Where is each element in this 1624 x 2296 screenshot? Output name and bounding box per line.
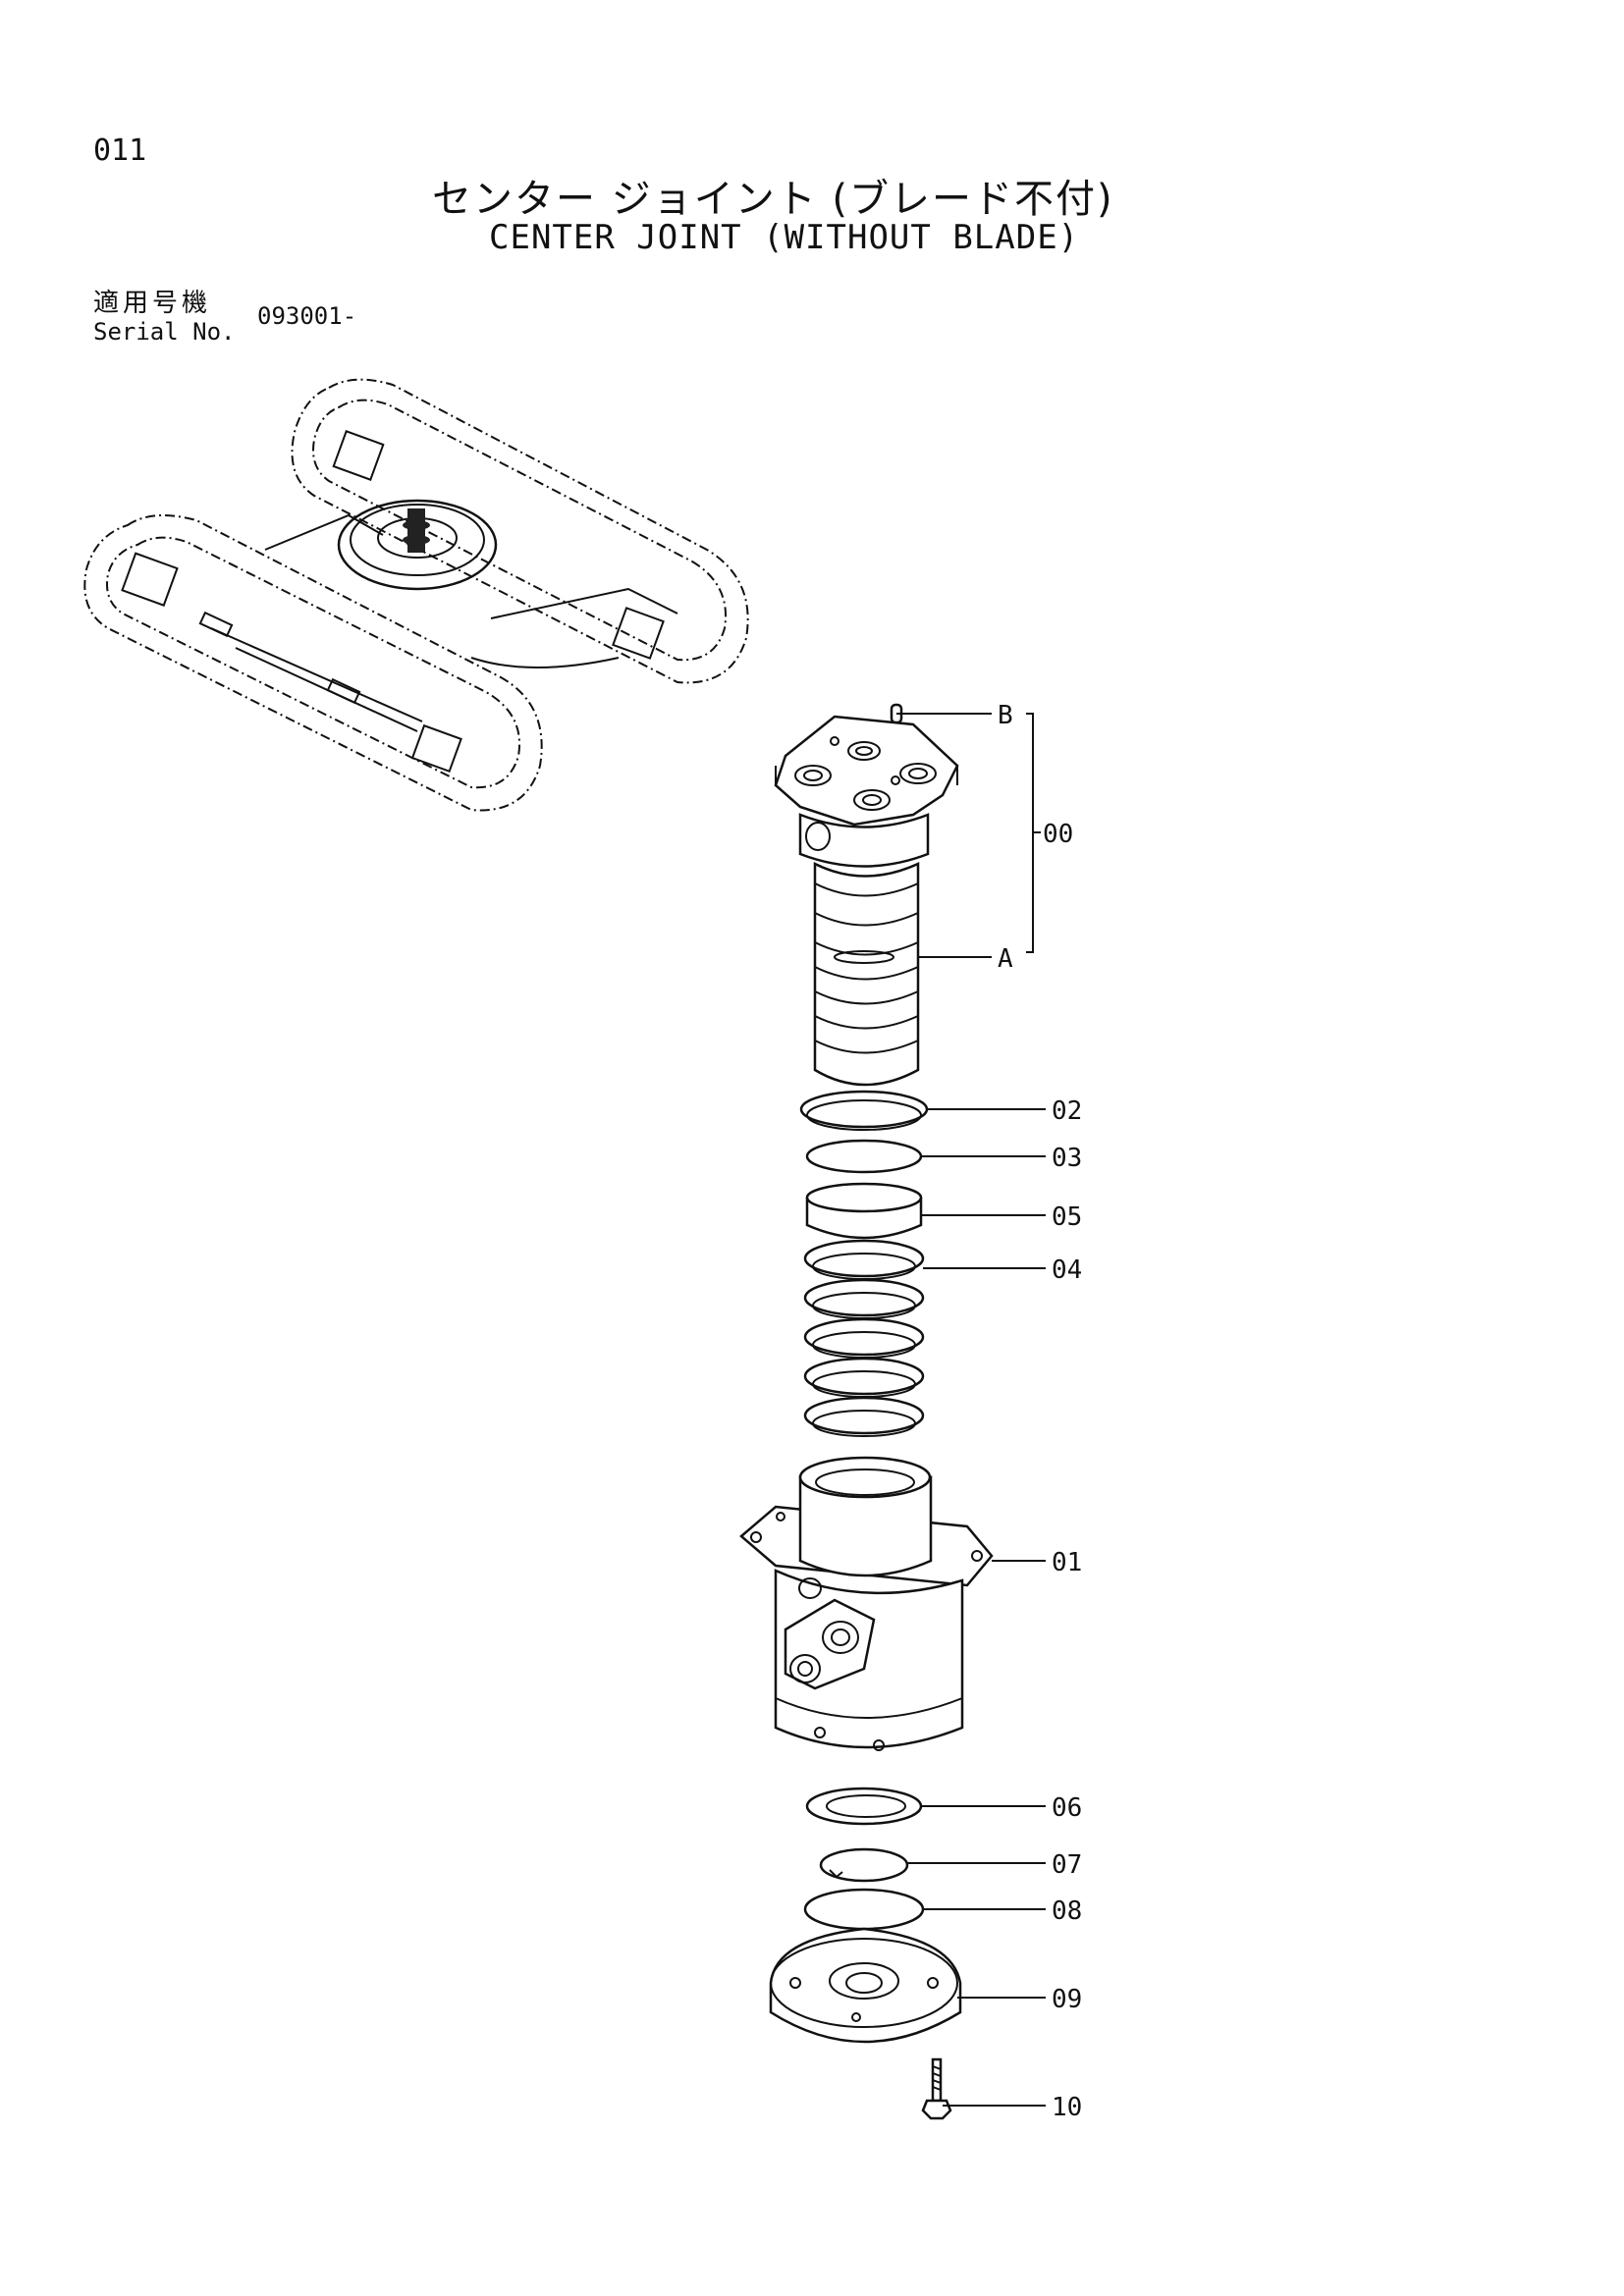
callout-label-04: 04: [1052, 1255, 1082, 1285]
callout-label-b: B: [998, 701, 1013, 730]
serial-number-value: 093001-: [257, 302, 357, 330]
callout-label-01: 01: [1052, 1548, 1082, 1577]
leader-lines: [896, 713, 1046, 2107]
part-10-bolt: [921, 2057, 952, 2120]
part-04-seal-stack: [803, 1239, 925, 1437]
part-01-housing: [739, 1456, 994, 1751]
callout-label-08: 08: [1052, 1896, 1082, 1926]
callout-label-05: 05: [1052, 1202, 1082, 1232]
part-03-o-ring: [805, 1139, 923, 1174]
part-07-snap-ring: [819, 1847, 909, 1883]
callout-label-06: 06: [1052, 1793, 1082, 1823]
part-a-spindle: [774, 715, 959, 1087]
part-05-ring: [805, 1182, 923, 1240]
callout-label-a: A: [998, 944, 1013, 974]
callout-label-07: 07: [1052, 1850, 1082, 1880]
callout-label-02: 02: [1052, 1096, 1082, 1126]
callout-label-10: 10: [1052, 2093, 1082, 2122]
callout-label-09: 09: [1052, 1985, 1082, 2014]
callout-label-00: 00: [1043, 820, 1073, 849]
page-title-english: CENTER JOINT (WITHOUT BLADE): [489, 218, 1080, 257]
undercarriage-overview-drawing: [83, 378, 749, 812]
part-08-o-ring: [803, 1888, 925, 1931]
part-02-ring: [799, 1090, 929, 1131]
serial-label-japanese: 適用号機: [93, 289, 212, 318]
part-06-ring: [805, 1787, 923, 1826]
page-number: 011: [93, 133, 147, 168]
serial-label-english: Serial No.: [93, 318, 236, 346]
callout-label-03: 03: [1052, 1144, 1082, 1173]
page-title-japanese: センター ジョイント (ブレード不付): [432, 177, 1114, 222]
part-09-cover: [769, 1927, 962, 2044]
